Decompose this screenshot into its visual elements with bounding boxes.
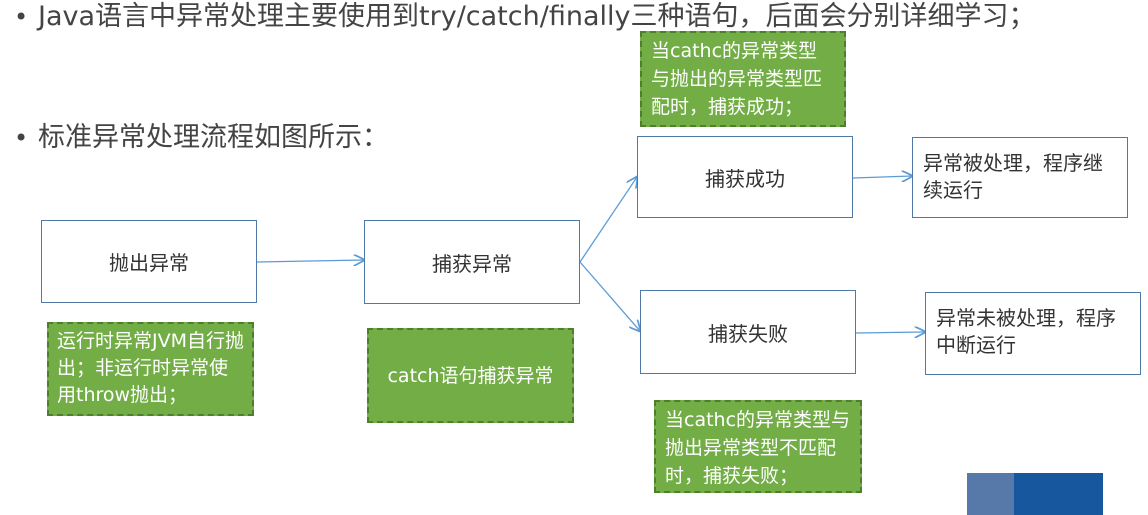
bullet-intro: • Java语言中异常处理主要使用到try/catch/finally三种语句，… <box>14 0 1114 94</box>
arrow-catch-to-success <box>579 177 637 263</box>
arrow-fail-to-unhandled <box>855 332 925 333</box>
arrow-throw-to-catch <box>256 260 364 262</box>
box-catch-success: 捕获成功 <box>637 136 853 218</box>
arrow-catch-to-fail <box>579 261 640 331</box>
box-throw-exception: 抛出异常 <box>41 220 257 303</box>
bullet-dot: • <box>14 3 29 31</box>
note-fail: 当cathc的异常类型与抛出异常类型不匹配时，捕获失败； <box>654 400 862 493</box>
bullet-flow-text: 标准异常处理流程如图所示： <box>38 122 389 153</box>
decor-block-dark <box>1014 473 1103 515</box>
bullet-intro-text: Java语言中异常处理主要使用到try/catch/finally三种语句，后面… <box>38 1 1036 32</box>
decor-block-light <box>967 473 1014 515</box>
box-exception-handled: 异常被处理，程序继续运行 <box>912 137 1128 218</box>
box-catch-exception: 捕获异常 <box>364 220 580 304</box>
box-exception-unhandled: 异常未被处理，程序中断运行 <box>925 292 1141 375</box>
arrow-success-to-handled <box>852 176 912 178</box>
note-success: 当cathc的异常类型与抛出的异常类型匹配时，捕获成功； <box>640 31 846 127</box>
note-throw: 运行时异常JVM自行抛出；非运行时异常使用throw抛出； <box>47 322 254 416</box>
box-catch-fail: 捕获失败 <box>640 290 856 374</box>
bullet-dot: • <box>14 124 29 152</box>
note-catch: catch语句捕获异常 <box>367 328 574 423</box>
bullet-flow: • 标准异常处理流程如图所示： <box>14 115 714 165</box>
